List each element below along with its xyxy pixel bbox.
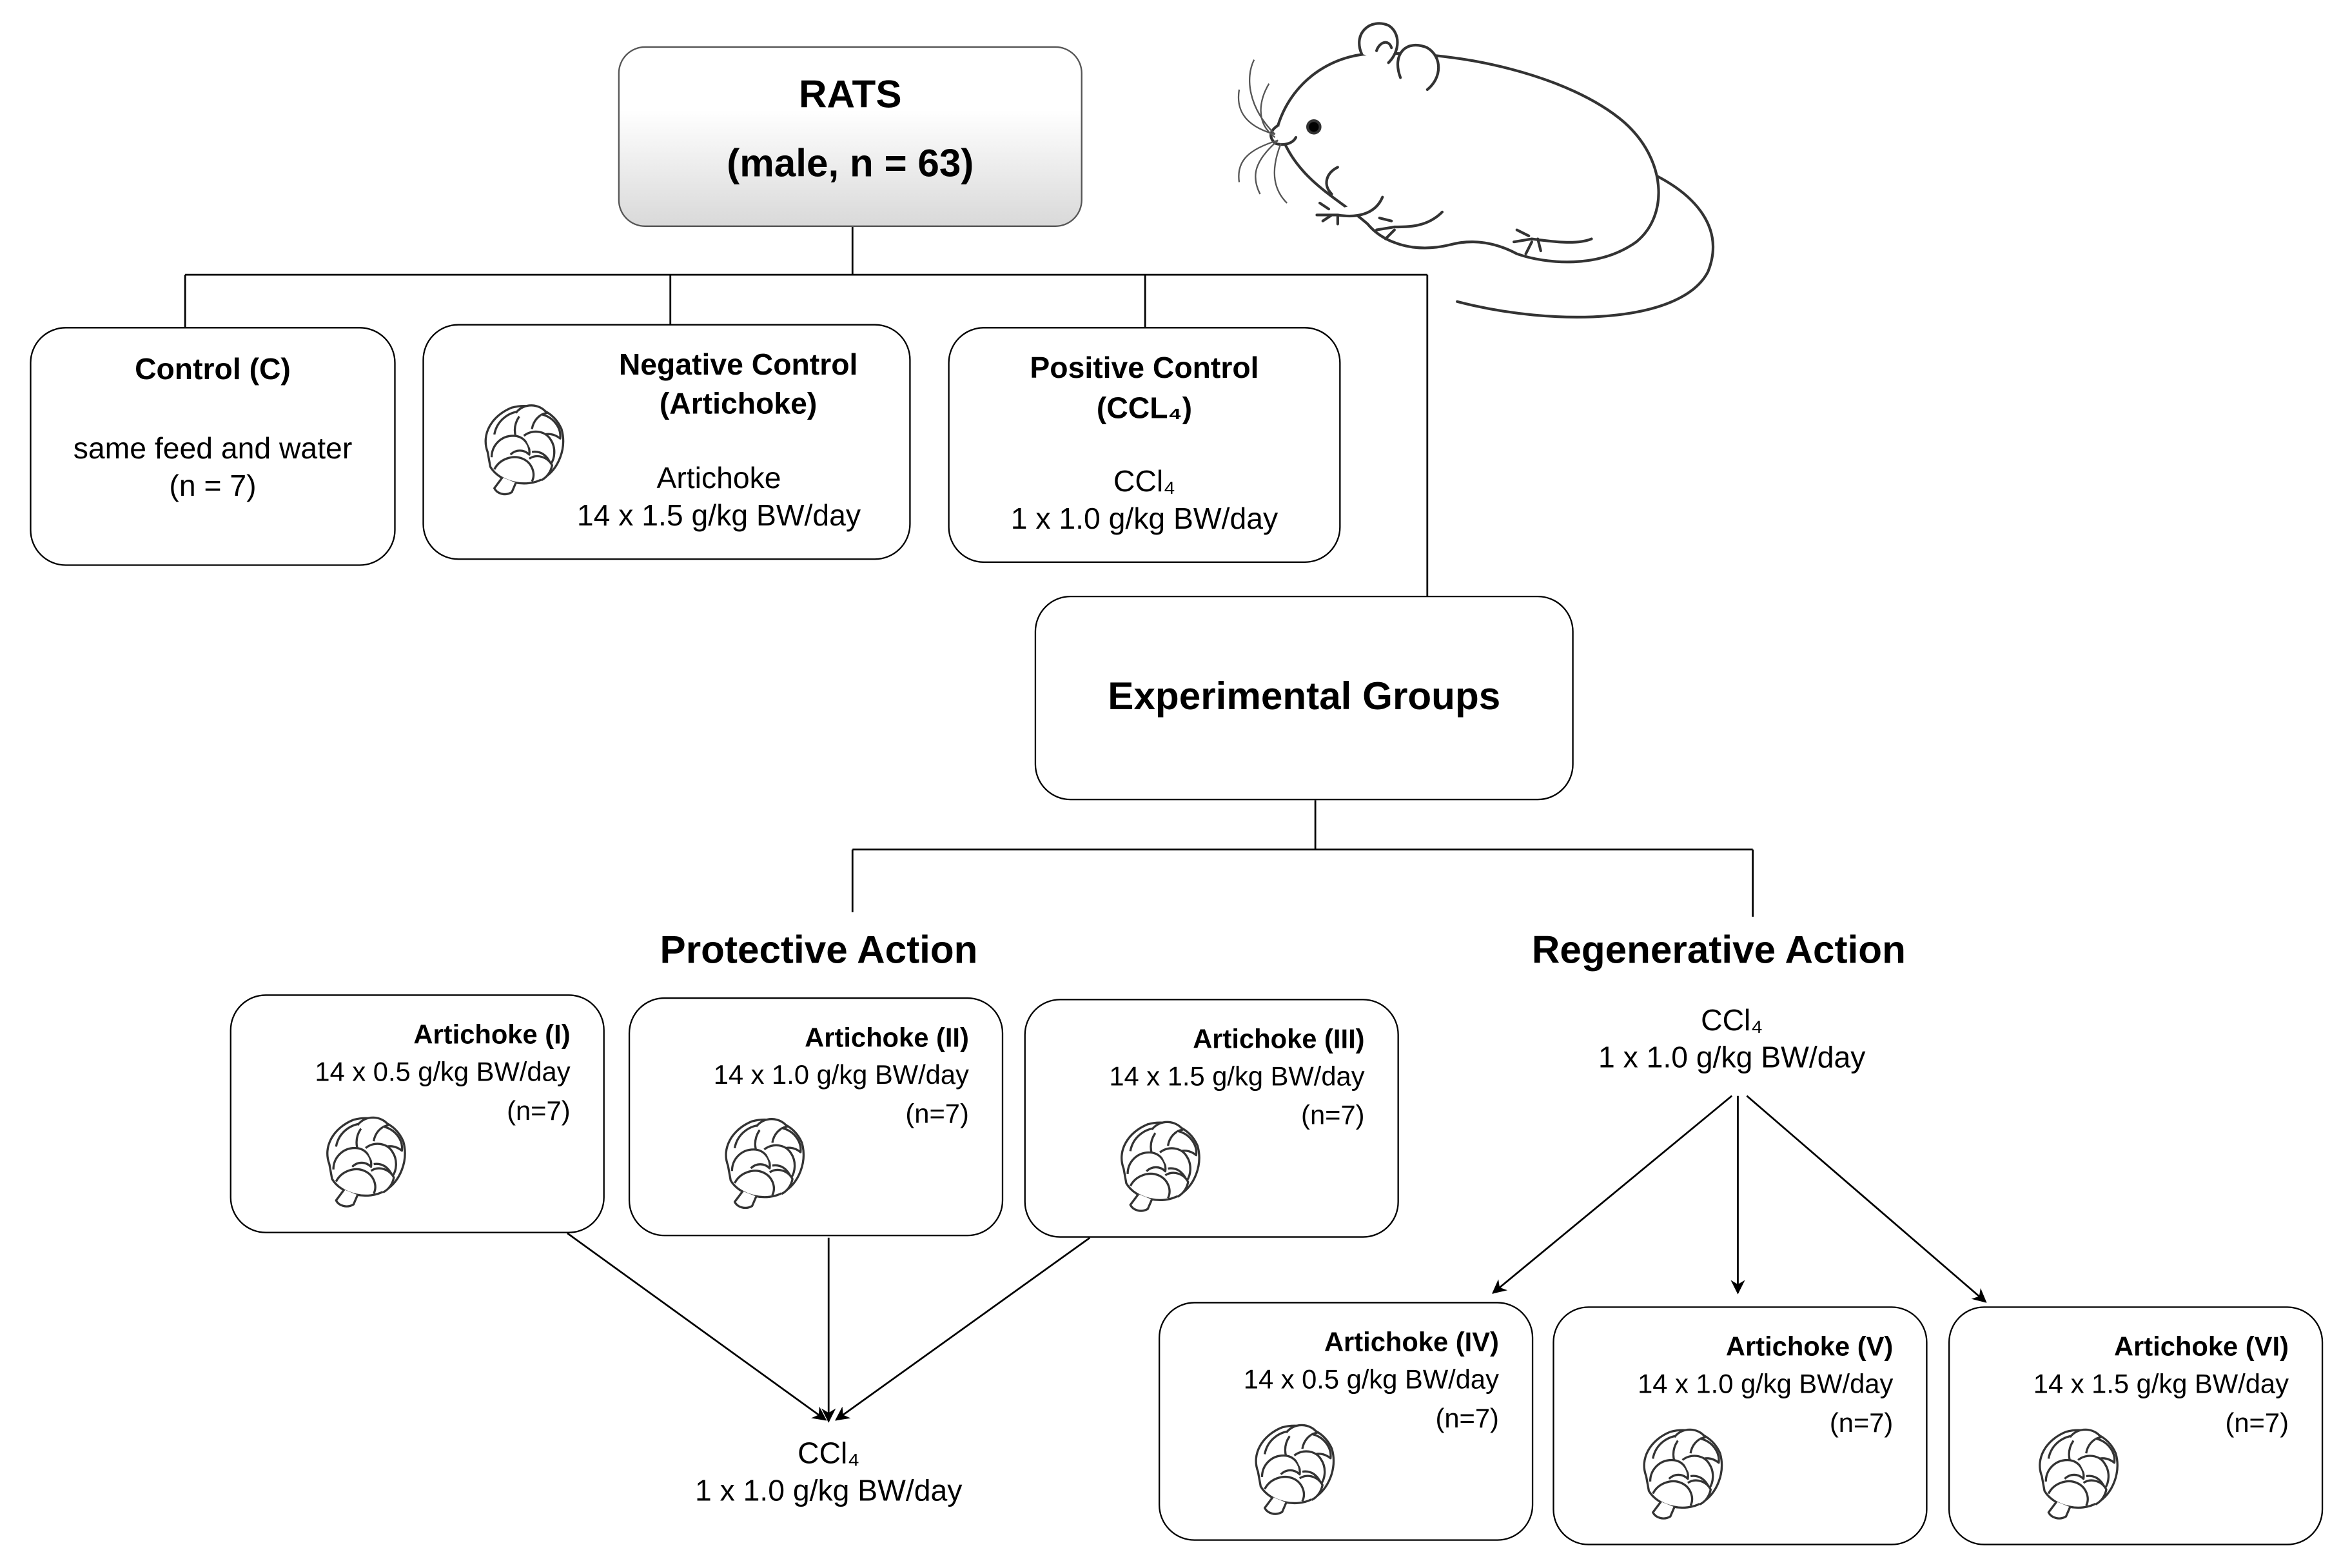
positive-control-line1: CCl₄ [1113,466,1176,499]
positive-control-title: Positive Control [1030,352,1259,386]
control-line1: same feed and water [73,433,353,466]
artichoke-group-4-n: (n=7) [1435,1403,1499,1434]
negative-control-title: Negative Control [618,349,858,382]
experimental-groups-box: Experimental Groups [1034,595,1574,801]
artichoke-group-4-dose: 14 x 0.5 g/kg BW/day [1243,1364,1499,1395]
artichoke-group-4-name: Artichoke (IV) [1324,1327,1499,1357]
regenerative-ccl4-label: CCl₄ [1701,1004,1763,1038]
root-node: RATS (male, n = 63) [618,46,1082,227]
artichoke-group-6-name: Artichoke (VI) [2113,1331,2289,1362]
artichoke-icon [2028,1418,2126,1526]
regenerative-action-heading: Regenerative Action [1531,927,1906,972]
artichoke-icon [1244,1414,1342,1522]
protective-ccl4-dose: 1 x 1.0 g/kg BW/day [694,1475,963,1508]
artichoke-icon [475,394,570,502]
negative-control-box: Negative Control (Artichoke) Artichoke 1… [422,324,911,560]
control-line2: (n = 7) [169,470,257,504]
artichoke-group-6-dose: 14 x 1.5 g/kg BW/day [2033,1369,2289,1399]
artichoke-group-5-name: Artichoke (V) [1725,1331,1894,1362]
artichoke-group-3-dose: 14 x 1.5 g/kg BW/day [1109,1061,1365,1092]
artichoke-group-1-name: Artichoke (I) [413,1019,571,1050]
artichoke-group-5-box: Artichoke (V) 14 x 1.0 g/kg BW/day (n=7) [1553,1306,1928,1545]
protective-action-heading: Protective Action [660,927,978,972]
artichoke-group-1-dose: 14 x 0.5 g/kg BW/day [315,1057,571,1087]
artichoke-group-2-name: Artichoke (II) [805,1023,969,1053]
protective-ccl4-label: CCl₄ [798,1438,860,1471]
artichoke-icon [714,1108,812,1215]
positive-control-line2: 1 x 1.0 g/kg BW/day [1010,503,1278,536]
artichoke-group-3-box: Artichoke (III) 14 x 1.5 g/kg BW/day (n=… [1024,999,1399,1238]
artichoke-group-2-box: Artichoke (II) 14 x 1.0 g/kg BW/day (n=7… [628,997,1004,1237]
artichoke-group-2-n: (n=7) [905,1099,969,1129]
root-title: RATS [799,72,902,117]
artichoke-icon [1110,1111,1208,1219]
artichoke-group-2-dose: 14 x 1.0 g/kg BW/day [713,1060,969,1090]
artichoke-group-5-n: (n=7) [1829,1407,1894,1438]
artichoke-group-1-box: Artichoke (I) 14 x 0.5 g/kg BW/day (n=7) [230,994,605,1233]
control-group-box: Control (C) same feed and water (n = 7) [30,327,396,566]
positive-control-subtitle: (CCL₄) [1096,393,1193,426]
artichoke-group-1-n: (n=7) [507,1095,571,1126]
artichoke-group-4-box: Artichoke (IV) 14 x 0.5 g/kg BW/day (n=7… [1158,1302,1534,1541]
rat-illustration-icon [1237,22,1715,318]
positive-control-box: Positive Control (CCL₄) CCl₄ 1 x 1.0 g/k… [948,327,1341,564]
artichoke-group-6-n: (n=7) [2225,1407,2289,1438]
negative-control-subtitle: (Artichoke) [659,388,818,422]
artichoke-group-3-name: Artichoke (III) [1193,1024,1365,1054]
artichoke-icon [315,1106,414,1214]
artichoke-icon [1632,1418,1730,1526]
artichoke-group-6-box: Artichoke (VI) 14 x 1.5 g/kg BW/day (n=7… [1948,1306,2324,1545]
artichoke-group-3-n: (n=7) [1301,1100,1365,1130]
experimental-groups-title: Experimental Groups [1108,673,1501,718]
root-subtitle: (male, n = 63) [727,140,974,186]
artichoke-group-5-dose: 14 x 1.0 g/kg BW/day [1638,1369,1894,1399]
regenerative-ccl4-dose: 1 x 1.0 g/kg BW/day [1598,1042,1866,1075]
negative-control-line2: 14 x 1.5 g/kg BW/day [576,500,861,533]
negative-control-line1: Artichoke [656,462,781,496]
control-title: Control (C) [135,353,291,387]
